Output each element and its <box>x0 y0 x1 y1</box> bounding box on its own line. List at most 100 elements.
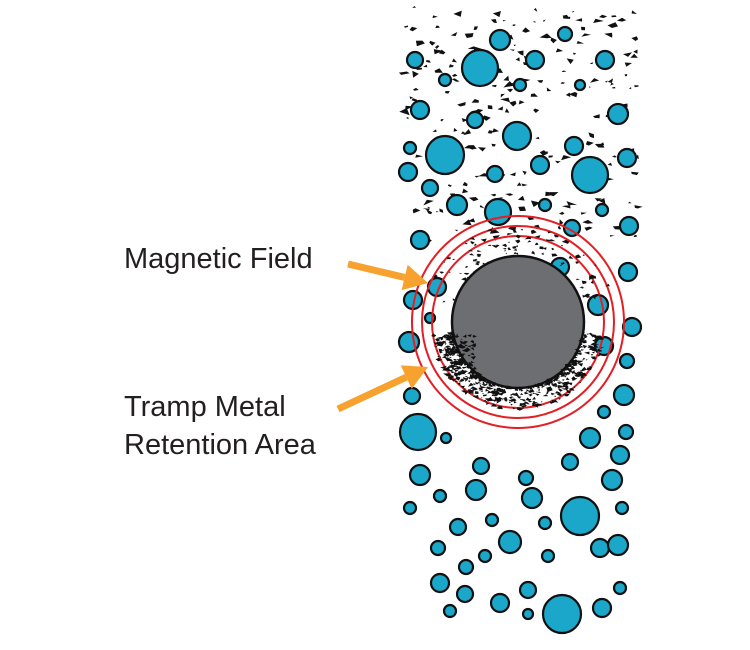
tramp-metal-retention-label: Tramp Metal Retention Area <box>124 388 316 464</box>
debris-fragment <box>561 155 572 161</box>
debris-fragment <box>556 380 562 382</box>
debris-fragment <box>465 378 469 382</box>
debris-fragment <box>486 402 489 405</box>
debris-fragment <box>577 360 584 364</box>
debris-fragment <box>530 200 541 207</box>
debris-fragment <box>479 383 482 387</box>
debris-fragment <box>537 391 541 394</box>
particle <box>397 161 419 183</box>
debris-fragment <box>588 332 593 336</box>
debris-fragment <box>522 399 526 402</box>
debris-fragment <box>482 262 485 265</box>
debris-fragment <box>474 391 479 394</box>
debris-fragment <box>452 341 458 344</box>
particle <box>471 456 491 476</box>
debris-fragment <box>542 247 547 250</box>
debris-fragment <box>460 338 463 340</box>
debris-fragment <box>457 366 462 369</box>
debris-fragment <box>594 143 605 148</box>
debris-fragment <box>580 349 585 351</box>
debris-fragment <box>551 247 555 251</box>
particle <box>529 154 551 176</box>
debris-fragment <box>412 6 416 8</box>
particle <box>570 155 610 195</box>
debris-fragment <box>471 392 475 394</box>
debris-fragment <box>518 206 526 212</box>
debris-fragment <box>463 359 466 361</box>
particle <box>448 517 468 537</box>
particle <box>594 202 610 218</box>
debris-fragment <box>507 88 513 93</box>
debris-fragment <box>585 295 592 298</box>
debris-fragment <box>527 400 533 403</box>
particle <box>609 444 631 466</box>
debris-fragment <box>503 75 509 81</box>
debris-fragment <box>403 25 409 28</box>
debris-fragment <box>581 26 586 31</box>
debris-fragment <box>514 387 519 391</box>
debris-fragment <box>555 384 559 388</box>
particle <box>465 110 485 130</box>
debris-fragment <box>427 206 431 209</box>
debris-fragment <box>532 396 536 400</box>
debris-fragment <box>453 351 455 353</box>
debris-fragment <box>452 350 455 352</box>
pointer-arrows <box>336 260 428 413</box>
debris-fragment <box>470 352 475 356</box>
debris-fragment <box>415 154 424 158</box>
debris-fragment <box>604 32 613 38</box>
debris-fragment <box>556 393 562 397</box>
debris-fragment <box>512 24 516 27</box>
particle <box>405 50 425 70</box>
debris-fragment <box>633 234 637 237</box>
particle <box>591 597 613 619</box>
debris-fragment <box>582 344 588 349</box>
particle <box>497 529 523 555</box>
debris-fragment <box>500 97 510 103</box>
debris-fragment <box>616 17 627 22</box>
debris-fragment <box>561 70 567 73</box>
debris-fragment <box>561 205 571 209</box>
debris-fragment <box>452 365 458 368</box>
debris-fragment <box>525 397 531 401</box>
debris-fragment <box>461 118 469 122</box>
debris-fragment <box>572 10 575 13</box>
debris-fragment <box>453 335 460 338</box>
debris-fragment <box>518 100 525 105</box>
debris-fragment <box>578 346 581 349</box>
debris-fragment <box>437 355 440 358</box>
debris-fragment <box>584 351 590 355</box>
debris-fragment <box>442 353 450 357</box>
field-ring <box>411 215 625 429</box>
debris-fragment <box>578 350 582 351</box>
debris-fragment <box>547 231 552 234</box>
debris-fragment <box>624 62 632 67</box>
debris-fragment <box>471 99 479 103</box>
debris-fragment <box>562 379 565 382</box>
particle <box>512 77 528 93</box>
debris-fragment <box>539 150 548 156</box>
debris-fragment <box>491 381 496 386</box>
debris-fragment <box>554 378 559 381</box>
debris-fragment <box>459 358 465 364</box>
debris-fragment <box>499 385 504 389</box>
debris-fragment <box>472 383 476 386</box>
debris-fragment <box>605 283 610 287</box>
debris-fragment <box>554 395 557 397</box>
debris-fragment <box>450 32 458 37</box>
debris-fragment <box>511 393 516 395</box>
tramp-label-line2: Retention Area <box>124 429 316 461</box>
debris-fragment <box>532 387 535 389</box>
debris-fragment <box>477 250 482 252</box>
debris-fragment <box>433 345 438 347</box>
debris-fragment <box>454 367 459 370</box>
debris-fragment <box>463 129 472 136</box>
debris-fragment <box>504 385 512 389</box>
debris-fragment <box>463 272 470 275</box>
retention-area-arrow-head <box>400 365 428 389</box>
debris-fragment <box>524 236 530 240</box>
debris-fragment <box>568 92 578 98</box>
debris-fragment <box>574 354 578 356</box>
debris-fragment <box>465 265 468 268</box>
